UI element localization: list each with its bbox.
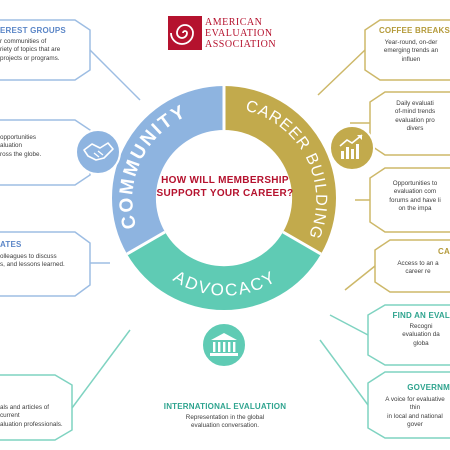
- community-segment: [111, 85, 224, 254]
- right-item-text-line: emerging trends an: [383, 47, 439, 55]
- left-item-text-line: als and articles of current: [0, 404, 50, 420]
- right-item-text-line: divers: [406, 124, 424, 132]
- right-item-text-line: Recogni: [409, 323, 433, 330]
- right-item-government: GOVERNM A voice for evaluative thin in l…: [380, 383, 450, 429]
- handshake-icon: [75, 129, 121, 175]
- left-item-text-line: olleagues to discuss: [0, 253, 57, 260]
- left-box-3-outline: [0, 231, 91, 297]
- logo-line-3: ASSOCIATION: [205, 39, 277, 50]
- segment-separators: [126, 86, 322, 256]
- left-item-title: EREST GROUPS: [0, 26, 66, 35]
- bottom-item-text-line: evaluation conversation.: [191, 422, 259, 430]
- advocacy-segment: [127, 232, 321, 311]
- right-item-text-line: forums and have li: [389, 196, 441, 204]
- left-item-opportunities: opportunities aluation ross the globe.: [0, 134, 86, 159]
- right-item-text-line: evaluation da: [402, 331, 440, 339]
- right-item-text-line: of-mind trends: [394, 108, 436, 116]
- center-question: HOW WILL MEMBERSHIP SUPPORT YOUR CAREER?: [150, 174, 300, 200]
- right-teal-connectors: [319, 314, 369, 406]
- right-item-title: FIND AN EVAL: [392, 311, 450, 320]
- right-connectors: [317, 49, 376, 291]
- right-item-find-an-evaluator: FIND AN EVAL Recogni evaluation da globa: [392, 311, 450, 348]
- right-item-text-line: A voice for evaluative thin: [385, 396, 445, 412]
- right-item-career: CA Access to an a career re: [386, 247, 450, 277]
- right-item-text-line: Access to an a: [397, 260, 439, 267]
- right-item-text-line: Opportunities to: [392, 180, 438, 187]
- right-item-text-line: Daily evaluati: [396, 100, 434, 107]
- center-circle: [158, 132, 290, 264]
- right-box-6-outline: [367, 371, 450, 439]
- left-item-updates: ATES olleagues to discuss s, and lessons…: [0, 240, 86, 270]
- left-item-text-line: projects or programs.: [0, 54, 60, 62]
- logo-line-2: EVALUATION: [205, 28, 273, 39]
- left-item-interest-groups: EREST GROUPS r communities of riety of t…: [0, 26, 86, 63]
- left-item-text-line: r communities of: [0, 38, 47, 45]
- aea-logo-mark: [168, 16, 202, 50]
- career-building-segment: [224, 85, 337, 254]
- left-item-journals: als and articles of current aluation pro…: [0, 404, 70, 429]
- government-building-icon: [201, 322, 247, 368]
- right-item-text-line: Year-round, on-der: [384, 39, 438, 46]
- left-teal-connector: [71, 329, 131, 409]
- right-item-text-line: career re: [405, 268, 431, 276]
- bottom-item-title: INTERNATIONAL EVALUATION: [163, 402, 287, 411]
- right-item-title: COFFEE BREAKS: [378, 26, 450, 35]
- aea-logo-text: AMERICAN EVALUATION ASSOCIATION: [205, 17, 276, 50]
- bottom-item-text-line: Representation in the global: [185, 414, 265, 421]
- right-item-daily-evaluation: Daily evaluati of-mind trends evaluation…: [380, 100, 450, 133]
- right-item-text-line: globa: [413, 339, 429, 347]
- right-item-coffee-breaks: COFFEE BREAKS Year-round, on-der emergin…: [372, 26, 450, 64]
- left-item-text-line: opportunities: [0, 134, 37, 141]
- right-item-text-line: evaluation pro: [395, 116, 435, 124]
- left-item-title: ATES: [0, 240, 22, 249]
- right-item-opportunities: Opportunities to evaluation com forums a…: [380, 180, 450, 213]
- left-item-text-line: s, and lessons learned.: [0, 261, 65, 269]
- left-item-text-line: riety of topics that are: [0, 46, 61, 54]
- right-item-text-line: influen: [401, 55, 421, 63]
- left-item-text-line: aluation: [0, 142, 23, 150]
- center-question-line-2: SUPPORT YOUR CAREER?: [156, 188, 294, 199]
- right-item-title: GOVERNM: [407, 383, 450, 392]
- center-question-line-1: HOW WILL MEMBERSHIP: [161, 175, 289, 186]
- right-item-text-line: in local and national gover: [387, 412, 443, 428]
- left-item-text-line: aluation professionals.: [0, 420, 63, 428]
- logo-line-1: AMERICAN: [205, 17, 263, 28]
- right-item-title: CA: [438, 247, 450, 256]
- growth-chart-icon: [329, 125, 375, 171]
- bottom-item-international-evaluation: INTERNATIONAL EVALUATION Representation …: [140, 402, 310, 431]
- right-item-text-line: evaluation com: [393, 188, 437, 196]
- left-item-text-line: ross the globe.: [0, 150, 42, 158]
- right-item-text-line: on the impa: [398, 204, 432, 212]
